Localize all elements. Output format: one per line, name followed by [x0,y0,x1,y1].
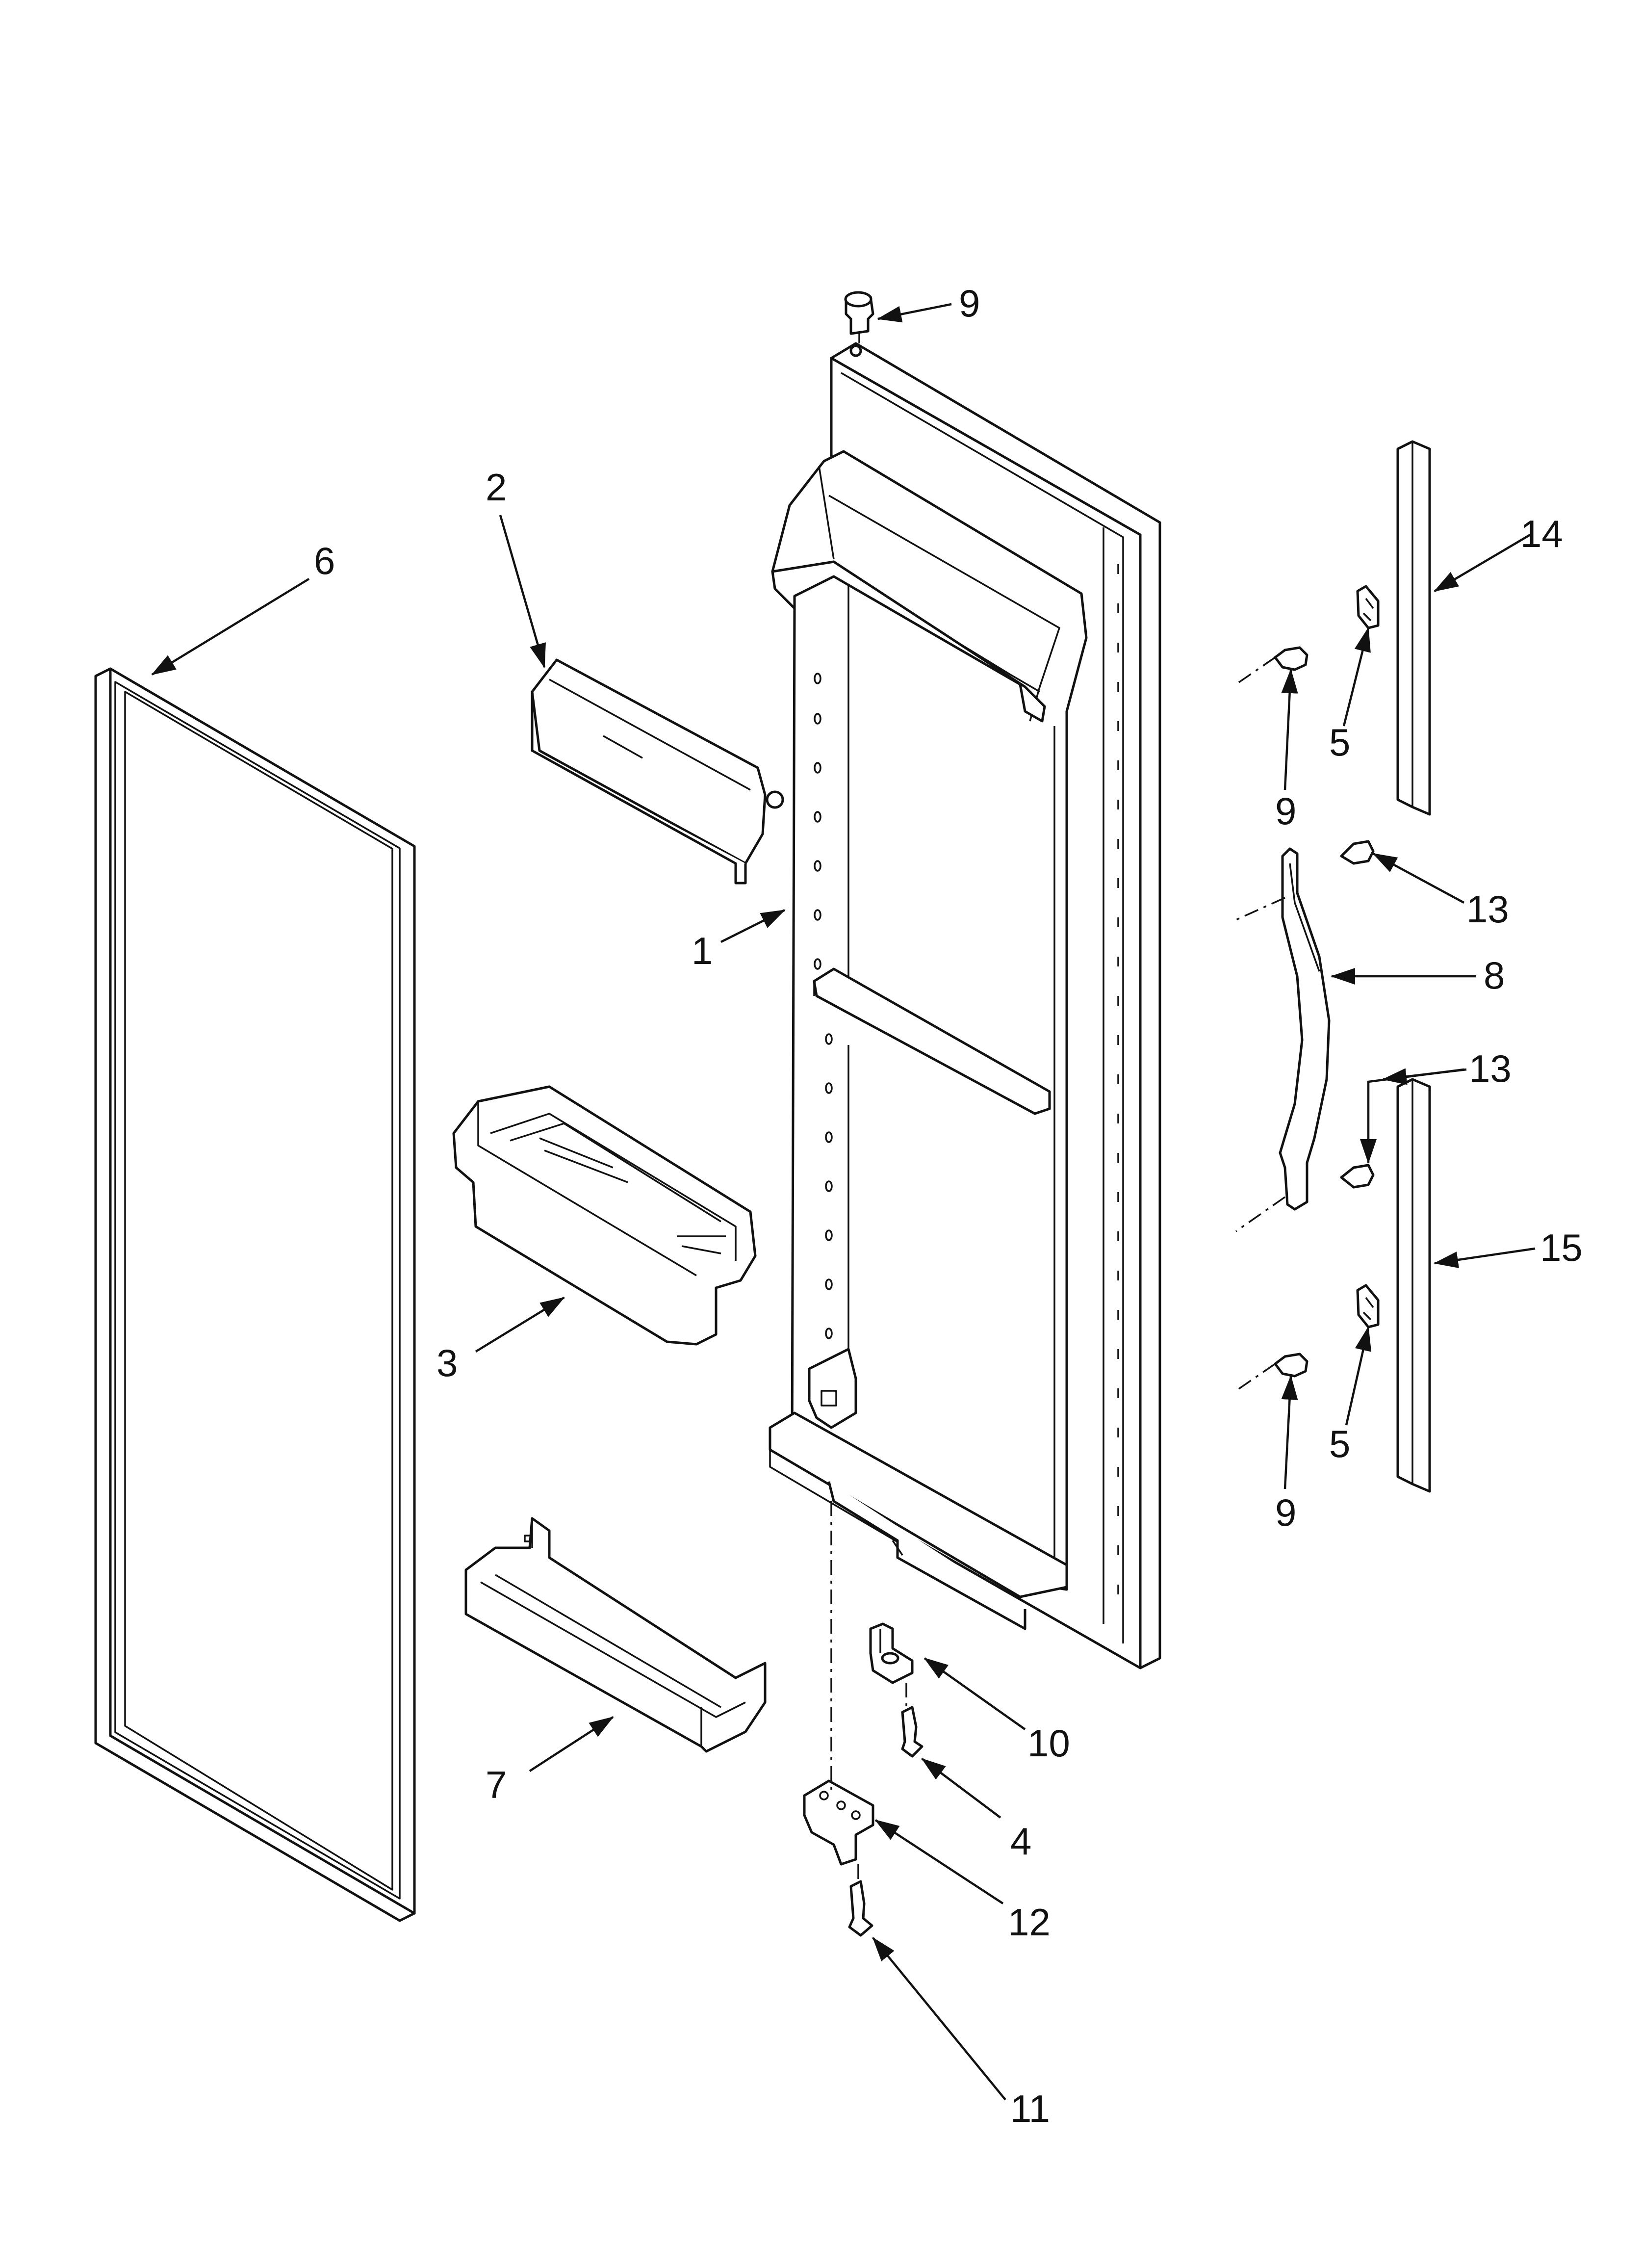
plug-button-part [844,291,874,343]
door-shelf-holes [814,673,833,1339]
hinge-pin-part [869,1622,914,1684]
callout-5-top: 5 [1329,721,1350,764]
door-part [769,342,1161,1669]
door-gasket-part [94,667,416,1922]
door-handle-part [1235,847,1331,1232]
door-shelf-rail-part [464,1517,767,1753]
callout-3: 3 [436,1341,458,1384]
screw-13-upper-part [1340,840,1375,865]
callout-7: 7 [486,1763,507,1806]
callout-5-bottom: 5 [1329,1422,1350,1465]
leader-lines [151,303,1536,2101]
callout-8: 8 [1484,954,1505,997]
handle-trim-top-part [1396,440,1431,816]
dairy-door-part [531,658,784,885]
screw-11-part [848,1880,873,1937]
callout-1: 1 [692,929,713,972]
door-bin-part [452,1085,757,1346]
callout-4: 4 [1010,1820,1031,1863]
callout-2: 2 [486,466,507,509]
callout-14: 14 [1520,512,1563,555]
callout-6: 6 [314,539,335,582]
callout-13-upper: 13 [1466,887,1509,931]
handle-clip-bottom-part [1356,1284,1380,1329]
callout-9-upper: 9 [1275,789,1296,833]
callout-11: 11 [1010,2087,1050,2130]
screw-13-lower-part [1340,1164,1375,1189]
screw-9-upper-part [1235,646,1308,685]
callout-15: 15 [1540,1226,1583,1269]
screw-9-lower-part [1235,1353,1308,1392]
callout-9-lower: 9 [1275,1491,1296,1534]
callout-9-top: 9 [959,282,980,325]
handle-trim-bottom-part [1396,1078,1431,1493]
callout-labels: 9 2 6 1 3 7 10 4 12 11 14 5 9 13 8 13 15… [314,282,1583,2130]
callout-13-lower: 13 [1469,1047,1512,1090]
callout-10: 10 [1027,1721,1070,1765]
bottom-hinge-part [803,1779,874,1866]
callout-12: 12 [1008,1901,1051,1944]
screw-4-part [901,1706,924,1758]
handle-clip-top-part [1356,585,1380,629]
